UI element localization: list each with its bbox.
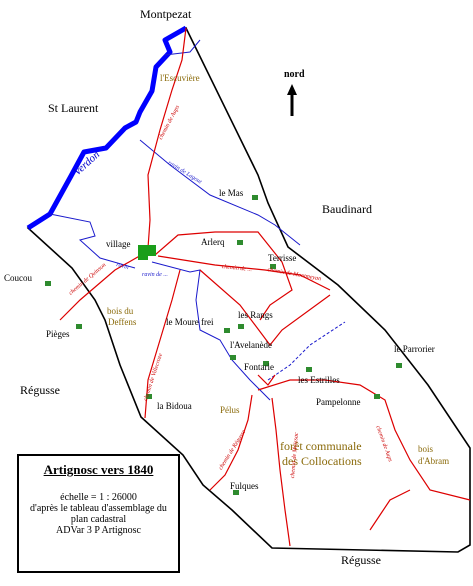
place-arlerq: Arlerq [201,237,225,247]
marker-terrisse [270,264,276,269]
marker-le-mas [252,195,258,200]
marker-pampelonne [374,394,380,399]
area-pelus: Pélus [220,405,240,415]
road-11 [257,374,276,386]
marker-avelanede [230,355,236,360]
place-fontarie: Fontarie [244,362,274,372]
marker-le-parrorier [396,363,402,368]
place-fulques: Fulques [230,481,259,491]
area-bois-abram-2: d'Abram [418,456,450,466]
stream-5 [267,321,346,381]
place-la-bidoua: la Bidoua [157,401,192,411]
marker-arlerq [237,240,243,245]
area-foret-1: forêt communale [280,439,362,453]
village-marker [138,245,156,260]
legend-source-1: d'après le tableau d'assemblage du [30,503,167,514]
road-2 [59,249,151,321]
neighbor-coucou: Coucou [4,273,32,283]
place-le-mas: le Mas [219,188,244,198]
neighbor-baudinard: Baudinard [322,202,372,216]
area-bois-abram-1: bois [418,444,434,454]
place-village: village [106,239,131,249]
area-bois-deffens-2: Deffens [108,317,137,327]
place-les-rangs: les Rangs [238,310,273,320]
neighbor-montpezat: Montpezat [140,7,192,21]
stream-1 [139,139,301,246]
stream-4 [151,261,271,401]
road-7 [209,394,253,491]
legend-scale: échelle = 1 : 26000 [60,492,137,503]
place-pampelonne: Pampelonne [316,397,361,407]
marker-fontarie [263,361,269,366]
north-arrow-icon [287,84,297,116]
marker-la-bidoua [146,394,152,399]
marker-les-estrilles [306,367,312,372]
stream-label-3: ravin de ... [142,272,168,278]
place-le-moure-frei: le Moure frei [166,317,214,327]
area-l-escuviere: l'Escuvière [160,73,200,83]
legend-title: Artignosc vers 1840 [43,462,154,477]
neighbor-regusse-west: Régusse [20,383,60,397]
marker-coucou [45,281,51,286]
stream-3 [164,39,201,56]
marker-les-rangs [238,324,244,329]
neighbor-st-laurent: St Laurent [48,101,99,115]
place-terrisse: Terrisse [268,253,297,263]
road-10 [369,489,411,531]
road-4 [154,231,293,321]
area-foret-2: des Collocations [282,454,362,468]
legend-archive: ADVar 3 P Artignosc [56,525,141,536]
road-5 [144,269,181,419]
north-label: nord [284,69,305,80]
legend-source-2: plan cadastral [70,514,127,525]
neighbor-pieges: Pièges [46,329,70,339]
marker-pieges [76,324,82,329]
stream-2 [49,213,136,269]
legend-box: Artignosc vers 1840 échelle = 1 : 26000 … [17,454,180,573]
road-1 [147,27,187,249]
road-6 [199,269,331,346]
marker-fulques [233,490,239,495]
road-3 [157,255,331,291]
verdon-river [26,25,188,231]
road-8 [271,397,291,547]
place-les-estrilles: les Estrilles [298,375,340,385]
place-avelanede: l'Avelanède [230,340,272,350]
marker-le-moure-frei [224,328,230,333]
neighbor-regusse-south: Régusse [341,553,381,567]
road-9 [257,379,471,501]
area-bois-deffens-1: bois du [107,306,134,316]
neighbor-le-parrorier: le Parrorier [394,344,435,354]
